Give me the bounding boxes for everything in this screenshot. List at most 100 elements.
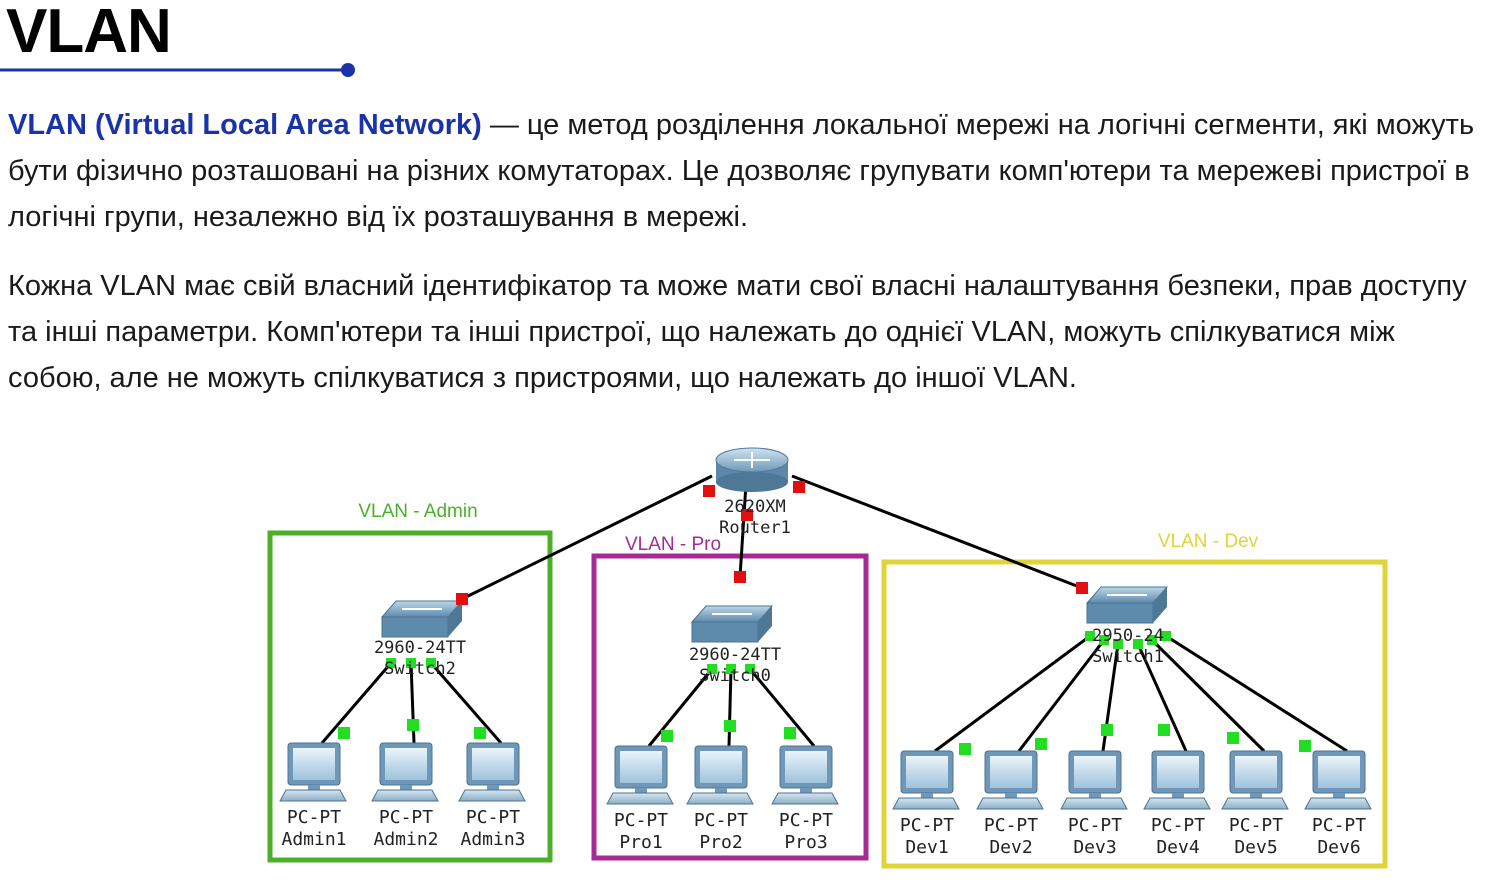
pc-base xyxy=(279,789,347,802)
pc-icon xyxy=(371,742,439,802)
pc-stand xyxy=(921,793,933,798)
router-arrows xyxy=(734,452,770,468)
pc-icon xyxy=(1304,750,1372,810)
intro-paragraph: VLAN (Virtual Local Area Network) — це м… xyxy=(8,102,1486,240)
pc-screen xyxy=(785,751,827,783)
switch-model: 2960-24TT xyxy=(374,638,466,658)
switch-name: Switch0 xyxy=(699,666,771,686)
pc-stand xyxy=(308,785,320,790)
pc-model: PC-PT xyxy=(1151,815,1205,836)
link-up-indicator xyxy=(386,658,396,668)
vlan-box xyxy=(267,530,553,863)
pc-base xyxy=(1060,797,1128,810)
link-up-indicator xyxy=(1101,724,1113,736)
pc-icon xyxy=(279,742,347,802)
pc-model: PC-PT xyxy=(379,807,433,828)
link-down-indicator xyxy=(456,593,468,605)
pc-link xyxy=(1017,639,1106,752)
link-up-indicator xyxy=(1227,732,1239,744)
link-up-indicator xyxy=(959,743,971,755)
pc-base xyxy=(976,797,1044,810)
switch-front xyxy=(691,621,759,643)
switch-name: Switch1 xyxy=(1092,647,1164,667)
pc-base xyxy=(371,789,439,802)
pc-icon xyxy=(771,745,839,805)
switch-model: 2960-24TT xyxy=(689,645,781,665)
link-up-indicator xyxy=(726,664,736,674)
pc-stand xyxy=(1333,793,1345,798)
pc-name: Dev5 xyxy=(1234,837,1277,858)
pc-model: PC-PT xyxy=(694,810,748,831)
vlan-label: VLAN - Dev xyxy=(1158,531,1259,552)
link-up-indicator xyxy=(1099,635,1109,645)
pc-screen xyxy=(1157,756,1199,788)
switch-front xyxy=(381,616,449,638)
switch-front xyxy=(1086,602,1154,624)
link-up-indicator xyxy=(1133,639,1143,649)
switch-name: Switch2 xyxy=(384,659,456,679)
pc-link xyxy=(1136,643,1188,752)
link-down-indicator xyxy=(1076,582,1088,594)
pc-name: Pro3 xyxy=(784,832,827,853)
pc-name: Admin2 xyxy=(373,829,438,850)
pc-link xyxy=(320,662,393,744)
switch-icon xyxy=(690,605,774,643)
link-down-indicator xyxy=(741,509,753,521)
pc-model: PC-PT xyxy=(779,810,833,831)
pc-screen xyxy=(906,756,948,788)
link-up-indicator xyxy=(1147,635,1157,645)
pc-screen xyxy=(700,751,742,783)
link-down-indicator xyxy=(793,481,805,493)
pc-base xyxy=(771,792,839,805)
router-link xyxy=(738,483,748,578)
link-up-indicator xyxy=(338,727,350,739)
pc-stand xyxy=(1005,793,1017,798)
link-up-indicator xyxy=(661,730,673,742)
details-paragraph: Кожна VLAN має свій власний ідентифікато… xyxy=(8,270,1467,394)
pc-screen xyxy=(620,751,662,783)
pc-model: PC-PT xyxy=(1068,815,1122,836)
vlan-label: VLAN - Admin xyxy=(358,501,477,522)
pc-link xyxy=(727,668,733,747)
pc-stand xyxy=(800,788,812,793)
pc-screen xyxy=(990,756,1032,788)
pc-icon xyxy=(976,750,1044,810)
pc-base xyxy=(1143,797,1211,810)
pc-screen xyxy=(1318,756,1360,788)
pc-stand xyxy=(1250,793,1262,798)
pc-name: Dev1 xyxy=(905,837,948,858)
pc-model: PC-PT xyxy=(466,807,520,828)
title-underline xyxy=(0,63,355,77)
link-up-indicator xyxy=(1085,631,1095,641)
pc-screen xyxy=(1235,756,1277,788)
link-up-indicator xyxy=(1158,724,1170,736)
pc-name: Pro2 xyxy=(699,832,742,853)
link-up-indicator xyxy=(784,727,796,739)
vlan-box xyxy=(591,553,869,861)
switch-side xyxy=(1153,587,1167,623)
router-link xyxy=(791,474,1083,590)
pc-base xyxy=(892,797,960,810)
link-up-indicator xyxy=(426,658,436,668)
switch-model: 2950-24 xyxy=(1092,626,1164,646)
pc-icon xyxy=(1060,750,1128,810)
pc-icon xyxy=(606,745,674,805)
pc-model: PC-PT xyxy=(1312,815,1366,836)
pc-screen xyxy=(293,748,335,780)
pc-icon xyxy=(1143,750,1211,810)
pc-screen xyxy=(472,748,514,780)
pc-icon xyxy=(686,745,754,805)
pc-name: Admin1 xyxy=(281,829,346,850)
link-up-indicator xyxy=(707,664,717,674)
switch-icon xyxy=(1085,586,1169,624)
pc-stand xyxy=(400,785,412,790)
pc-icon xyxy=(1221,750,1289,810)
pc-model: PC-PT xyxy=(1229,815,1283,836)
router-base xyxy=(716,472,788,492)
pc-screen xyxy=(1074,756,1116,788)
router-name: Router1 xyxy=(719,518,791,538)
pc-link xyxy=(647,668,714,747)
link-up-indicator xyxy=(1113,639,1123,649)
pc-link xyxy=(1150,638,1266,753)
